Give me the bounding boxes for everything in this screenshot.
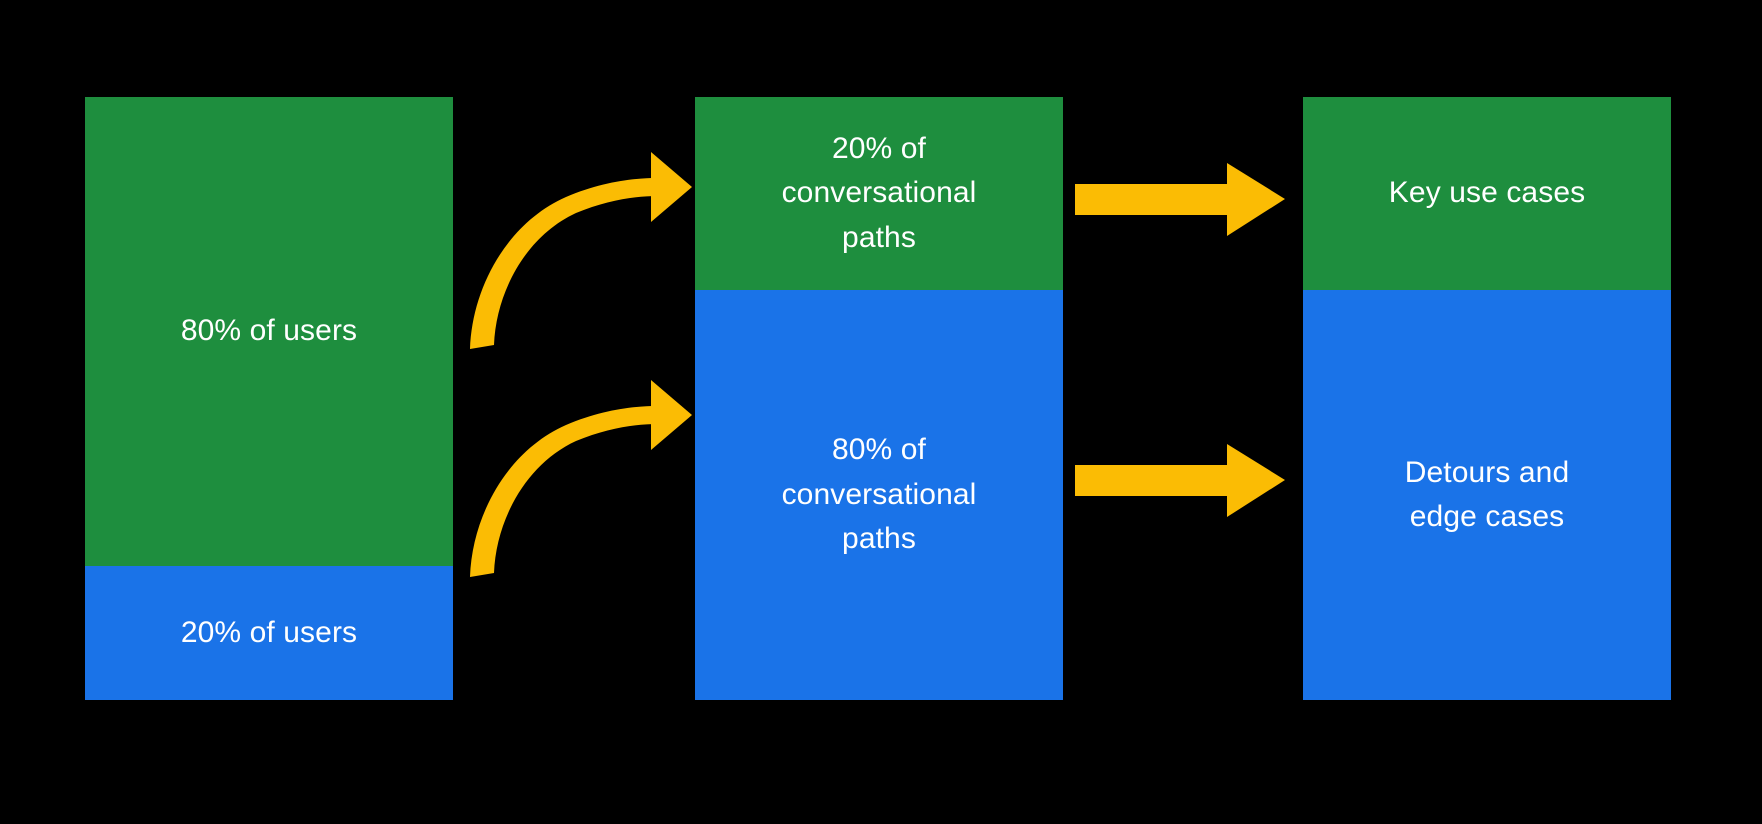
segment-key-use-cases: Key use cases (1303, 97, 1671, 290)
segment-label-key-use-cases: Key use cases (1388, 176, 1586, 210)
column-conversational-paths: 20% of conversational paths 80% of conve… (695, 97, 1063, 700)
column-users: 80% of users 20% of users (85, 97, 453, 700)
segment-20-percent-of-conversational-paths: 20% of conversational paths (695, 97, 1063, 290)
segment-label-20-percent-of-conversational-paths: 20% of conversational paths (781, 131, 977, 254)
curved-arrow-bottom-icon (470, 380, 692, 577)
straight-arrow-bottom-icon (1075, 444, 1285, 517)
segment-80-percent-of-conversational-paths: 80% of conversational paths (695, 290, 1063, 700)
segment-label-detours-and-edge-cases: Detours and edge cases (1404, 455, 1570, 533)
straight-arrow-top-icon (1075, 163, 1285, 236)
curved-arrow-top-icon (470, 152, 692, 349)
segment-detours-and-edge-cases: Detours and edge cases (1303, 290, 1671, 700)
segment-label-80-percent-of-users: 80% of users (180, 314, 358, 348)
segment-20-percent-of-users: 20% of users (85, 566, 453, 700)
segment-label-20-percent-of-users: 20% of users (180, 615, 358, 649)
segment-label-80-percent-of-conversational-paths: 80% of conversational paths (781, 433, 977, 556)
column-outcomes: Key use cases Detours and edge cases (1303, 97, 1671, 700)
segment-80-percent-of-users: 80% of users (85, 97, 453, 566)
